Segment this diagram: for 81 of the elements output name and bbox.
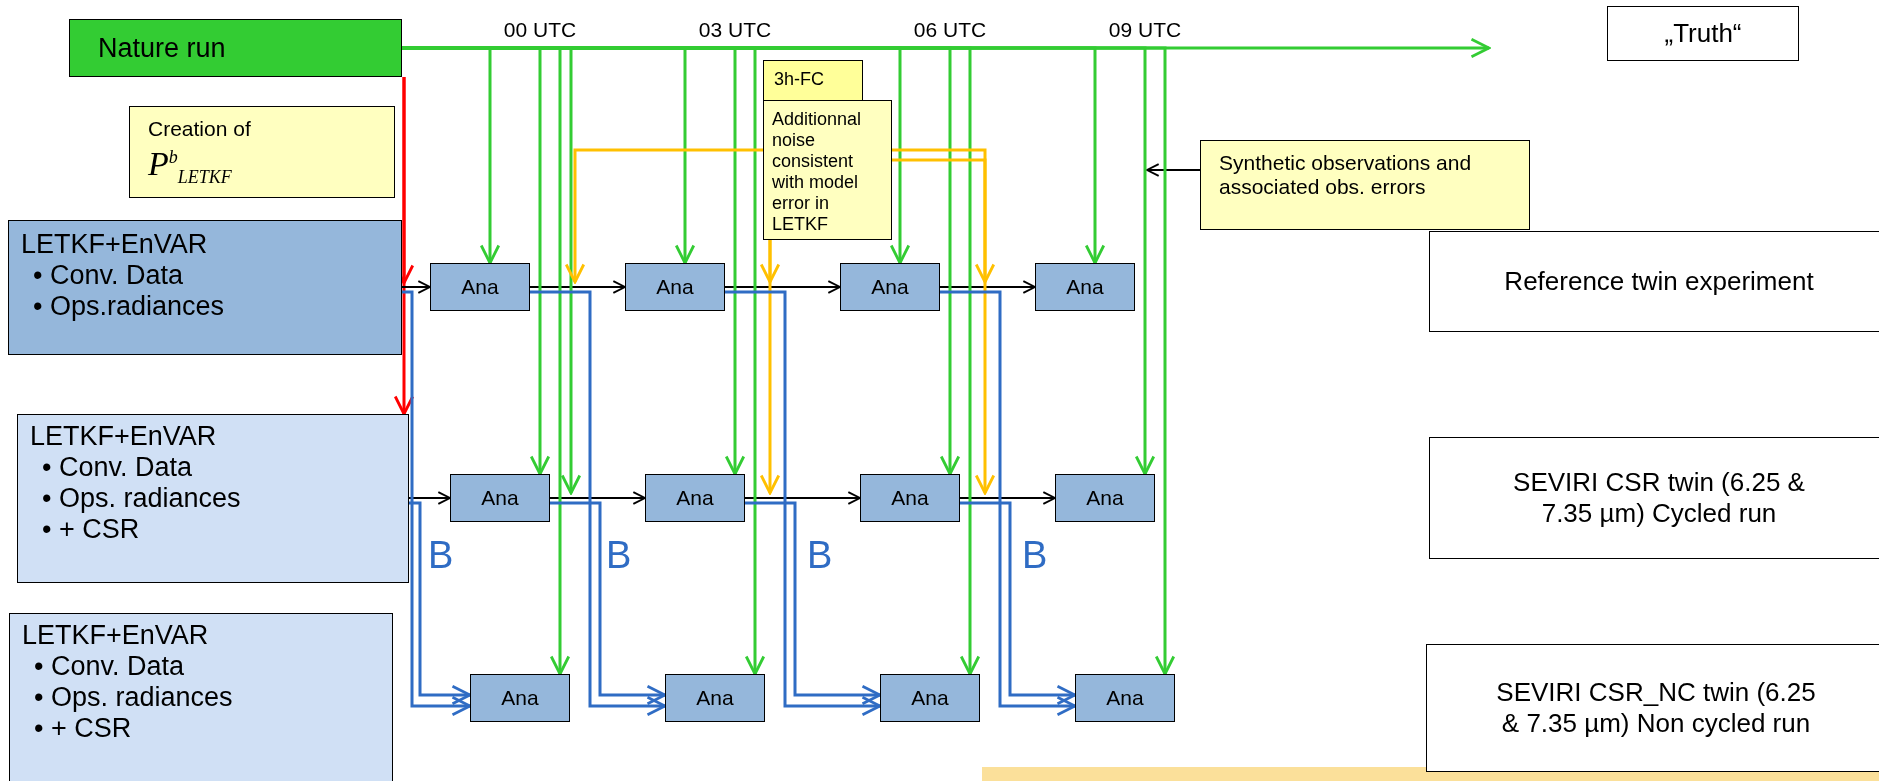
process-box xyxy=(69,19,402,77)
arrow xyxy=(409,501,472,706)
arrow xyxy=(529,280,626,294)
list-item: • + CSR xyxy=(33,713,133,744)
time-label: 03 UTC xyxy=(698,18,772,42)
analysis-box xyxy=(880,674,980,722)
arrow xyxy=(959,491,1056,505)
box-text: Creation of xyxy=(148,117,252,141)
box-text: Nature run xyxy=(98,32,226,64)
analysis-box xyxy=(1055,474,1155,522)
box-text: Ana xyxy=(501,686,539,710)
list-item: • Ops. radiances xyxy=(41,483,242,514)
list-item: • Conv. Data xyxy=(41,452,194,483)
list-item: • Ops. radiances xyxy=(33,682,234,713)
box-heading: LETKF+EnVAR xyxy=(30,421,218,452)
box-text: Ana xyxy=(1066,275,1104,299)
box-text: Ana xyxy=(891,486,929,510)
arrow xyxy=(939,280,1036,294)
box-text: Ana xyxy=(1086,486,1124,510)
box-text: Ana xyxy=(461,275,499,299)
box-text: Ana xyxy=(1106,686,1144,710)
arrow xyxy=(960,501,1077,706)
box-text: Ana xyxy=(871,275,909,299)
box-text: Ana xyxy=(911,686,949,710)
list-item: • Conv. Data xyxy=(33,651,186,682)
analysis-box xyxy=(645,474,745,522)
arrow xyxy=(408,491,451,505)
arrow xyxy=(564,148,763,284)
analysis-box xyxy=(450,474,550,522)
process-box xyxy=(17,414,409,583)
arrow xyxy=(940,290,1077,717)
box-text: 3h-FC xyxy=(774,69,825,90)
arrow xyxy=(1146,163,1201,177)
box-heading: LETKF+EnVAR xyxy=(22,620,210,651)
box-text: Ana xyxy=(656,275,694,299)
note-box xyxy=(129,106,395,198)
time-label: 06 UTC xyxy=(913,18,987,42)
arrow xyxy=(724,280,841,294)
arrow xyxy=(725,290,882,717)
text-box xyxy=(1429,437,1879,559)
text-box xyxy=(1429,231,1879,332)
arrow xyxy=(550,501,667,706)
box-heading: LETKF+EnVAR xyxy=(21,229,209,260)
arrow xyxy=(402,290,472,717)
box-text: SEVIRI CSR_NC twin (6.25 & 7.35 µm) Non cycled run xyxy=(1495,677,1817,739)
arrow xyxy=(892,148,996,284)
box-text: SEVIRI CSR twin (6.25 & 7.35 µm) Cycled run xyxy=(1512,467,1806,529)
arrow xyxy=(401,280,431,294)
analysis-box xyxy=(1035,263,1135,311)
arrow xyxy=(745,501,882,706)
box-text: Synthetic observations and associated obs. errors xyxy=(1219,151,1473,199)
box-text: Reference twin experiment xyxy=(1504,266,1814,297)
analysis-box xyxy=(860,474,960,522)
arrow xyxy=(892,158,996,495)
analysis-box xyxy=(840,263,940,311)
process-box xyxy=(8,220,402,355)
note-box xyxy=(1200,140,1530,230)
time-label: 00 UTC xyxy=(503,18,577,42)
arrow xyxy=(530,290,667,717)
arrow xyxy=(549,491,646,505)
analysis-box xyxy=(665,674,765,722)
analysis-box xyxy=(625,263,725,311)
note-box xyxy=(763,100,892,240)
box-text: Ana xyxy=(676,486,714,510)
tab-box xyxy=(763,60,863,101)
list-item: • Conv. Data xyxy=(32,260,185,291)
time-label: 09 UTC xyxy=(1108,18,1182,42)
box-text: „Truth“ xyxy=(1664,18,1742,49)
process-box xyxy=(9,613,393,781)
box-text: Additionnal noise consistent with model error in LETKF xyxy=(772,109,863,235)
box-text: Ana xyxy=(481,486,519,510)
text-box xyxy=(1607,6,1799,61)
box-text: Ana xyxy=(696,686,734,710)
list-item: • + CSR xyxy=(41,514,141,545)
analysis-box xyxy=(1075,674,1175,722)
text-box xyxy=(1426,644,1879,772)
list-item: • Ops.radiances xyxy=(32,291,226,322)
arrow xyxy=(759,240,781,495)
analysis-box xyxy=(470,674,570,722)
analysis-box xyxy=(430,263,530,311)
arrow xyxy=(744,491,861,505)
